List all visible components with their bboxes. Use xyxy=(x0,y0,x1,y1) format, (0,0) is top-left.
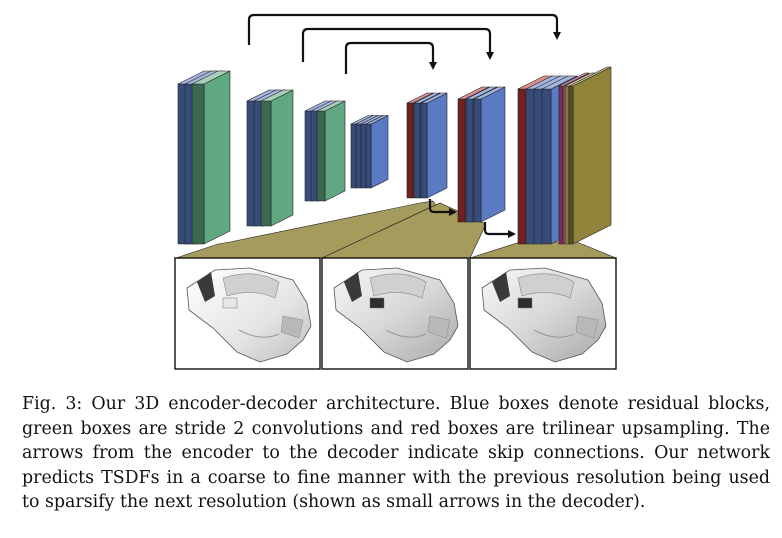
tsdf-panel-2 xyxy=(321,257,469,370)
architecture-diagram xyxy=(174,13,617,370)
encoder-stage-3-slab-2 xyxy=(316,100,346,202)
sparsify-arrow-2 xyxy=(483,222,516,238)
projection-fan-fine xyxy=(469,241,617,259)
projection-fans xyxy=(175,200,617,259)
output-volume xyxy=(568,66,612,245)
sparsify-arrow-1 xyxy=(428,199,457,216)
tsdf-render-panels xyxy=(174,257,617,370)
tsdf-panel-1 xyxy=(174,257,321,370)
encoder-stage-1-slab-2 xyxy=(191,70,231,245)
skip-connection-1 xyxy=(247,13,561,45)
network-blocks xyxy=(177,66,612,245)
caption-text: Our 3D encoder-decoder architecture. Blu… xyxy=(22,394,770,513)
skip-connection-3 xyxy=(344,41,437,74)
decoder-stage-1-slab-2 xyxy=(420,92,448,199)
encoder-stage-2-slab-2 xyxy=(260,89,294,227)
tsdf-panel-3 xyxy=(469,257,617,370)
figure-caption: Fig. 3: Our 3D encoder-decoder architect… xyxy=(22,392,770,515)
connection-arrows xyxy=(247,13,561,238)
figure-label: Fig. 3: xyxy=(22,394,83,414)
encoder-stage-4-slab-3 xyxy=(365,115,389,189)
decoder-stage-2-slab-2 xyxy=(473,86,506,223)
skip-connection-2 xyxy=(301,27,494,62)
